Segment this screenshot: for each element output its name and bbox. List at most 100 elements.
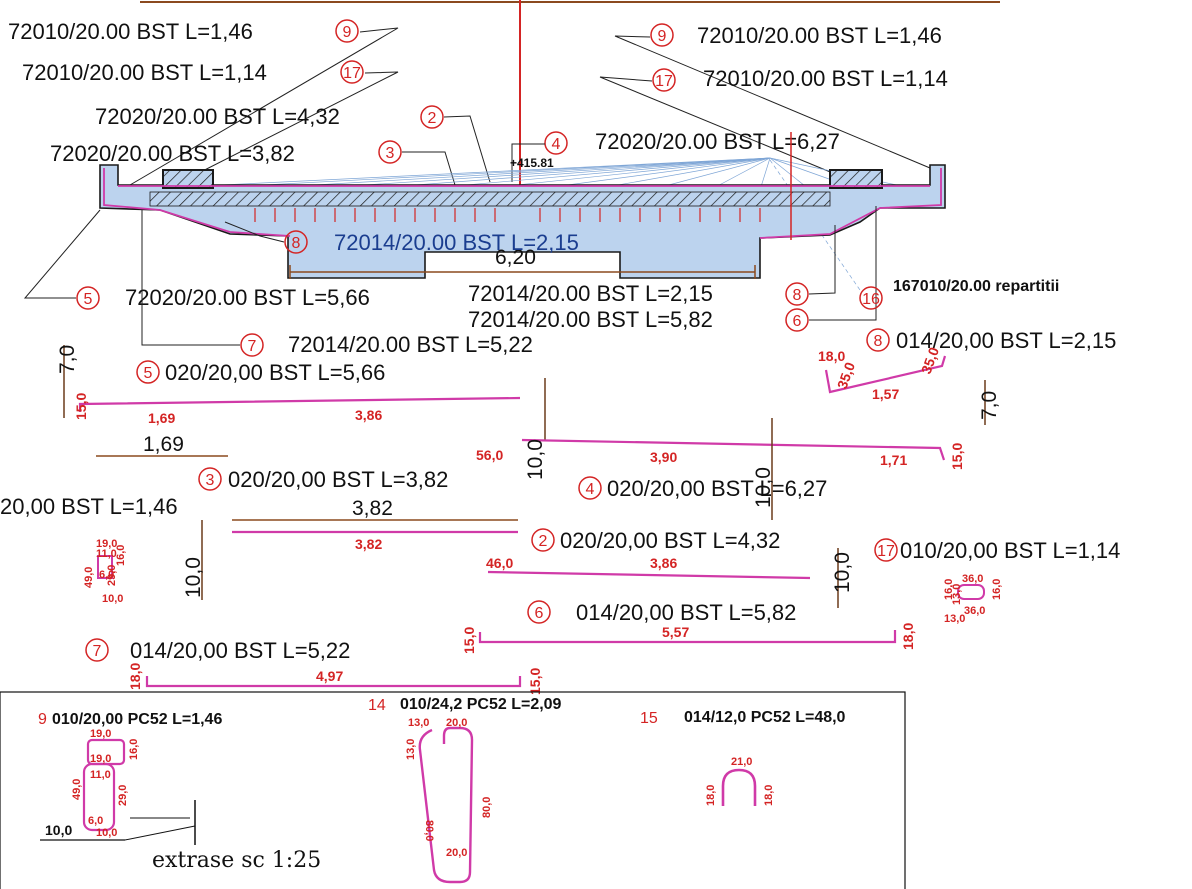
extract-mark-9: 9 xyxy=(38,711,47,728)
callout-text-7: 72020/20.00 BST L=6,27 xyxy=(595,129,840,154)
bar-title-9-partial: 20,00 BST L=1,46 xyxy=(0,494,178,519)
bar-8-dim-4: 1,57 xyxy=(872,386,899,402)
bar-7-dim-3: 15,0 xyxy=(527,668,543,695)
callout-text-2: 72010/20.00 BST L=1,14 xyxy=(22,60,267,85)
extract-14-dim-4: 80,0 xyxy=(423,820,435,841)
extract-14-dim-6: 20,0 xyxy=(446,847,467,859)
bar-9p-dim-8: 10,0 xyxy=(182,557,205,598)
extract-title-15: 014/12,0 PC52 L=48,0 xyxy=(684,709,846,726)
callout-text-8: 72014/20.00 BST L=2,15 xyxy=(334,230,579,255)
callout-mark-circle-7 xyxy=(544,131,568,155)
extract-title-9: 010/20,00 PC52 L=1,46 xyxy=(52,711,222,728)
bar-title-4: 020/20,00 BST L=6,27 xyxy=(607,476,827,501)
bar-9p-dim-4: 49,0 xyxy=(83,567,95,588)
bar-shape-6 xyxy=(478,630,897,644)
callout-mark-13: 7 xyxy=(248,338,257,355)
callout-text-11: 72014/20.00 BST L=5,82 xyxy=(468,307,713,332)
callout-mark-2: 17 xyxy=(343,65,361,82)
callout-text-5: 72010/20.00 BST L=1,46 xyxy=(697,23,942,48)
leader-line-13 xyxy=(141,210,240,346)
extract-9-dim-5: 49,0 xyxy=(71,779,83,800)
bar-mark-circle-3 xyxy=(198,467,222,491)
leader-line-7 xyxy=(511,143,545,182)
callout-text-4: 72020/20.00 BST L=3,82 xyxy=(50,141,295,166)
bar-shape-17 xyxy=(957,584,985,600)
callout-text-6: 72010/20.00 BST L=1,14 xyxy=(703,66,948,91)
bar-shape-5 xyxy=(78,396,521,412)
extract-14-dim-2: 20,0 xyxy=(446,717,467,729)
extract-9-dim-8: 10,0 xyxy=(96,827,117,839)
bar-mark-8: 8 xyxy=(874,333,883,350)
bar-shape-2 xyxy=(487,570,811,580)
extract-9-dim-3: 19,0 xyxy=(90,753,111,765)
bar-17-dim-2: 36,0 xyxy=(962,573,983,585)
bar-3-dim-2: 3,82 xyxy=(355,536,382,552)
callout-mark-8: 8 xyxy=(292,235,301,252)
curb-right xyxy=(829,169,883,189)
extract-14-dim-5: 80,0 xyxy=(481,797,493,818)
extract-14-dim-1: 13,0 xyxy=(408,717,429,729)
bar-3-dim-1: 3,82 xyxy=(352,497,393,520)
leader-line-6 xyxy=(599,76,841,177)
bar-6-dim-2: 5,57 xyxy=(662,624,689,640)
callout-mark-12: 16 xyxy=(862,291,880,308)
bar-9p-dim-5: 29,0 xyxy=(106,565,118,586)
bar-6-dim-1: 15,0 xyxy=(461,627,477,654)
bar-title-8: 014/20,00 BST L=2,15 xyxy=(896,328,1116,353)
bar-9p-dim-1: 19,0 xyxy=(96,538,117,550)
bar-17-dim-3: 13,0 xyxy=(951,584,963,605)
extract-15-dim-2: 18,0 xyxy=(705,785,717,806)
bar-mark-circle-6 xyxy=(527,600,551,624)
leader-line-2 xyxy=(174,71,399,186)
bar-5-dim-5: 1,69 xyxy=(143,433,184,456)
bar-4-dim-5: 15,0 xyxy=(949,443,965,470)
extract-9-dim-6: 29,0 xyxy=(117,785,129,806)
callout-mark-1: 9 xyxy=(343,24,352,41)
bar-9p-dim-3: 16,0 xyxy=(115,545,127,566)
bar-mark-2: 2 xyxy=(539,533,548,550)
extract-shape-15 xyxy=(721,768,757,806)
leader-line-1 xyxy=(129,27,399,186)
bar-title-5: 020/20,00 BST L=5,66 xyxy=(165,360,385,385)
callout-mark-circle-4 xyxy=(378,140,402,164)
leader-line-3 xyxy=(443,115,491,183)
leader-line-8 xyxy=(224,221,285,243)
bar-17-dim-1: 16,0 xyxy=(943,579,955,600)
bar-mark-circle-5 xyxy=(136,360,160,384)
leader-line-10 xyxy=(808,225,836,295)
leader-line-5 xyxy=(614,35,931,169)
callout-mark-circle-5 xyxy=(650,23,674,47)
deck-cross-section xyxy=(99,132,946,291)
bar-2-dim-1: 46,0 xyxy=(486,555,513,571)
callout-mark-10: 8 xyxy=(793,287,802,304)
extract-9-dim-2: 16,0 xyxy=(128,739,140,760)
bar-mark-circle-7 xyxy=(85,638,109,662)
bar-7-dim-1: 18,0 xyxy=(127,663,143,690)
bar-4-dim-4: 1,71 xyxy=(880,452,907,468)
bar-shape-4 xyxy=(521,438,946,461)
bar-mark-6: 6 xyxy=(535,605,544,622)
bar-mark-circle-4 xyxy=(578,476,602,500)
extract-scale-note: extrase sc 1:25 xyxy=(152,848,321,873)
bar-title-3: 020/20,00 BST L=3,82 xyxy=(228,467,448,492)
callout-mark-9: 5 xyxy=(84,291,93,308)
bar-4-dim-3: 3,90 xyxy=(650,449,677,465)
bar-title-7: 014/20,00 BST L=5,22 xyxy=(130,638,350,663)
bar-mark-circle-17 xyxy=(874,538,898,562)
callout-mark-circle-10 xyxy=(785,282,809,306)
extract-14-dim-3: 13,0 xyxy=(405,739,417,760)
bar-5-dim-2: 15,0 xyxy=(73,393,89,420)
bar-shape-7 xyxy=(145,676,522,688)
callout-mark-7: 4 xyxy=(552,136,561,153)
bar-mark-4: 4 xyxy=(586,481,595,498)
bar-5-dim-1: 7,0 xyxy=(56,345,79,374)
bar-9p-dim-7: 6,0 xyxy=(99,569,114,581)
bar-mark-3: 3 xyxy=(206,472,215,489)
bar-9p-dim-2: 11,0 xyxy=(96,548,117,560)
bar-mark-circle-2 xyxy=(531,528,555,552)
bar-4-dim-2: 10,0 xyxy=(524,439,547,480)
leader-line-4 xyxy=(402,151,456,186)
bar-mark-17: 17 xyxy=(877,543,895,560)
callout-mark-circle-13 xyxy=(240,333,264,357)
